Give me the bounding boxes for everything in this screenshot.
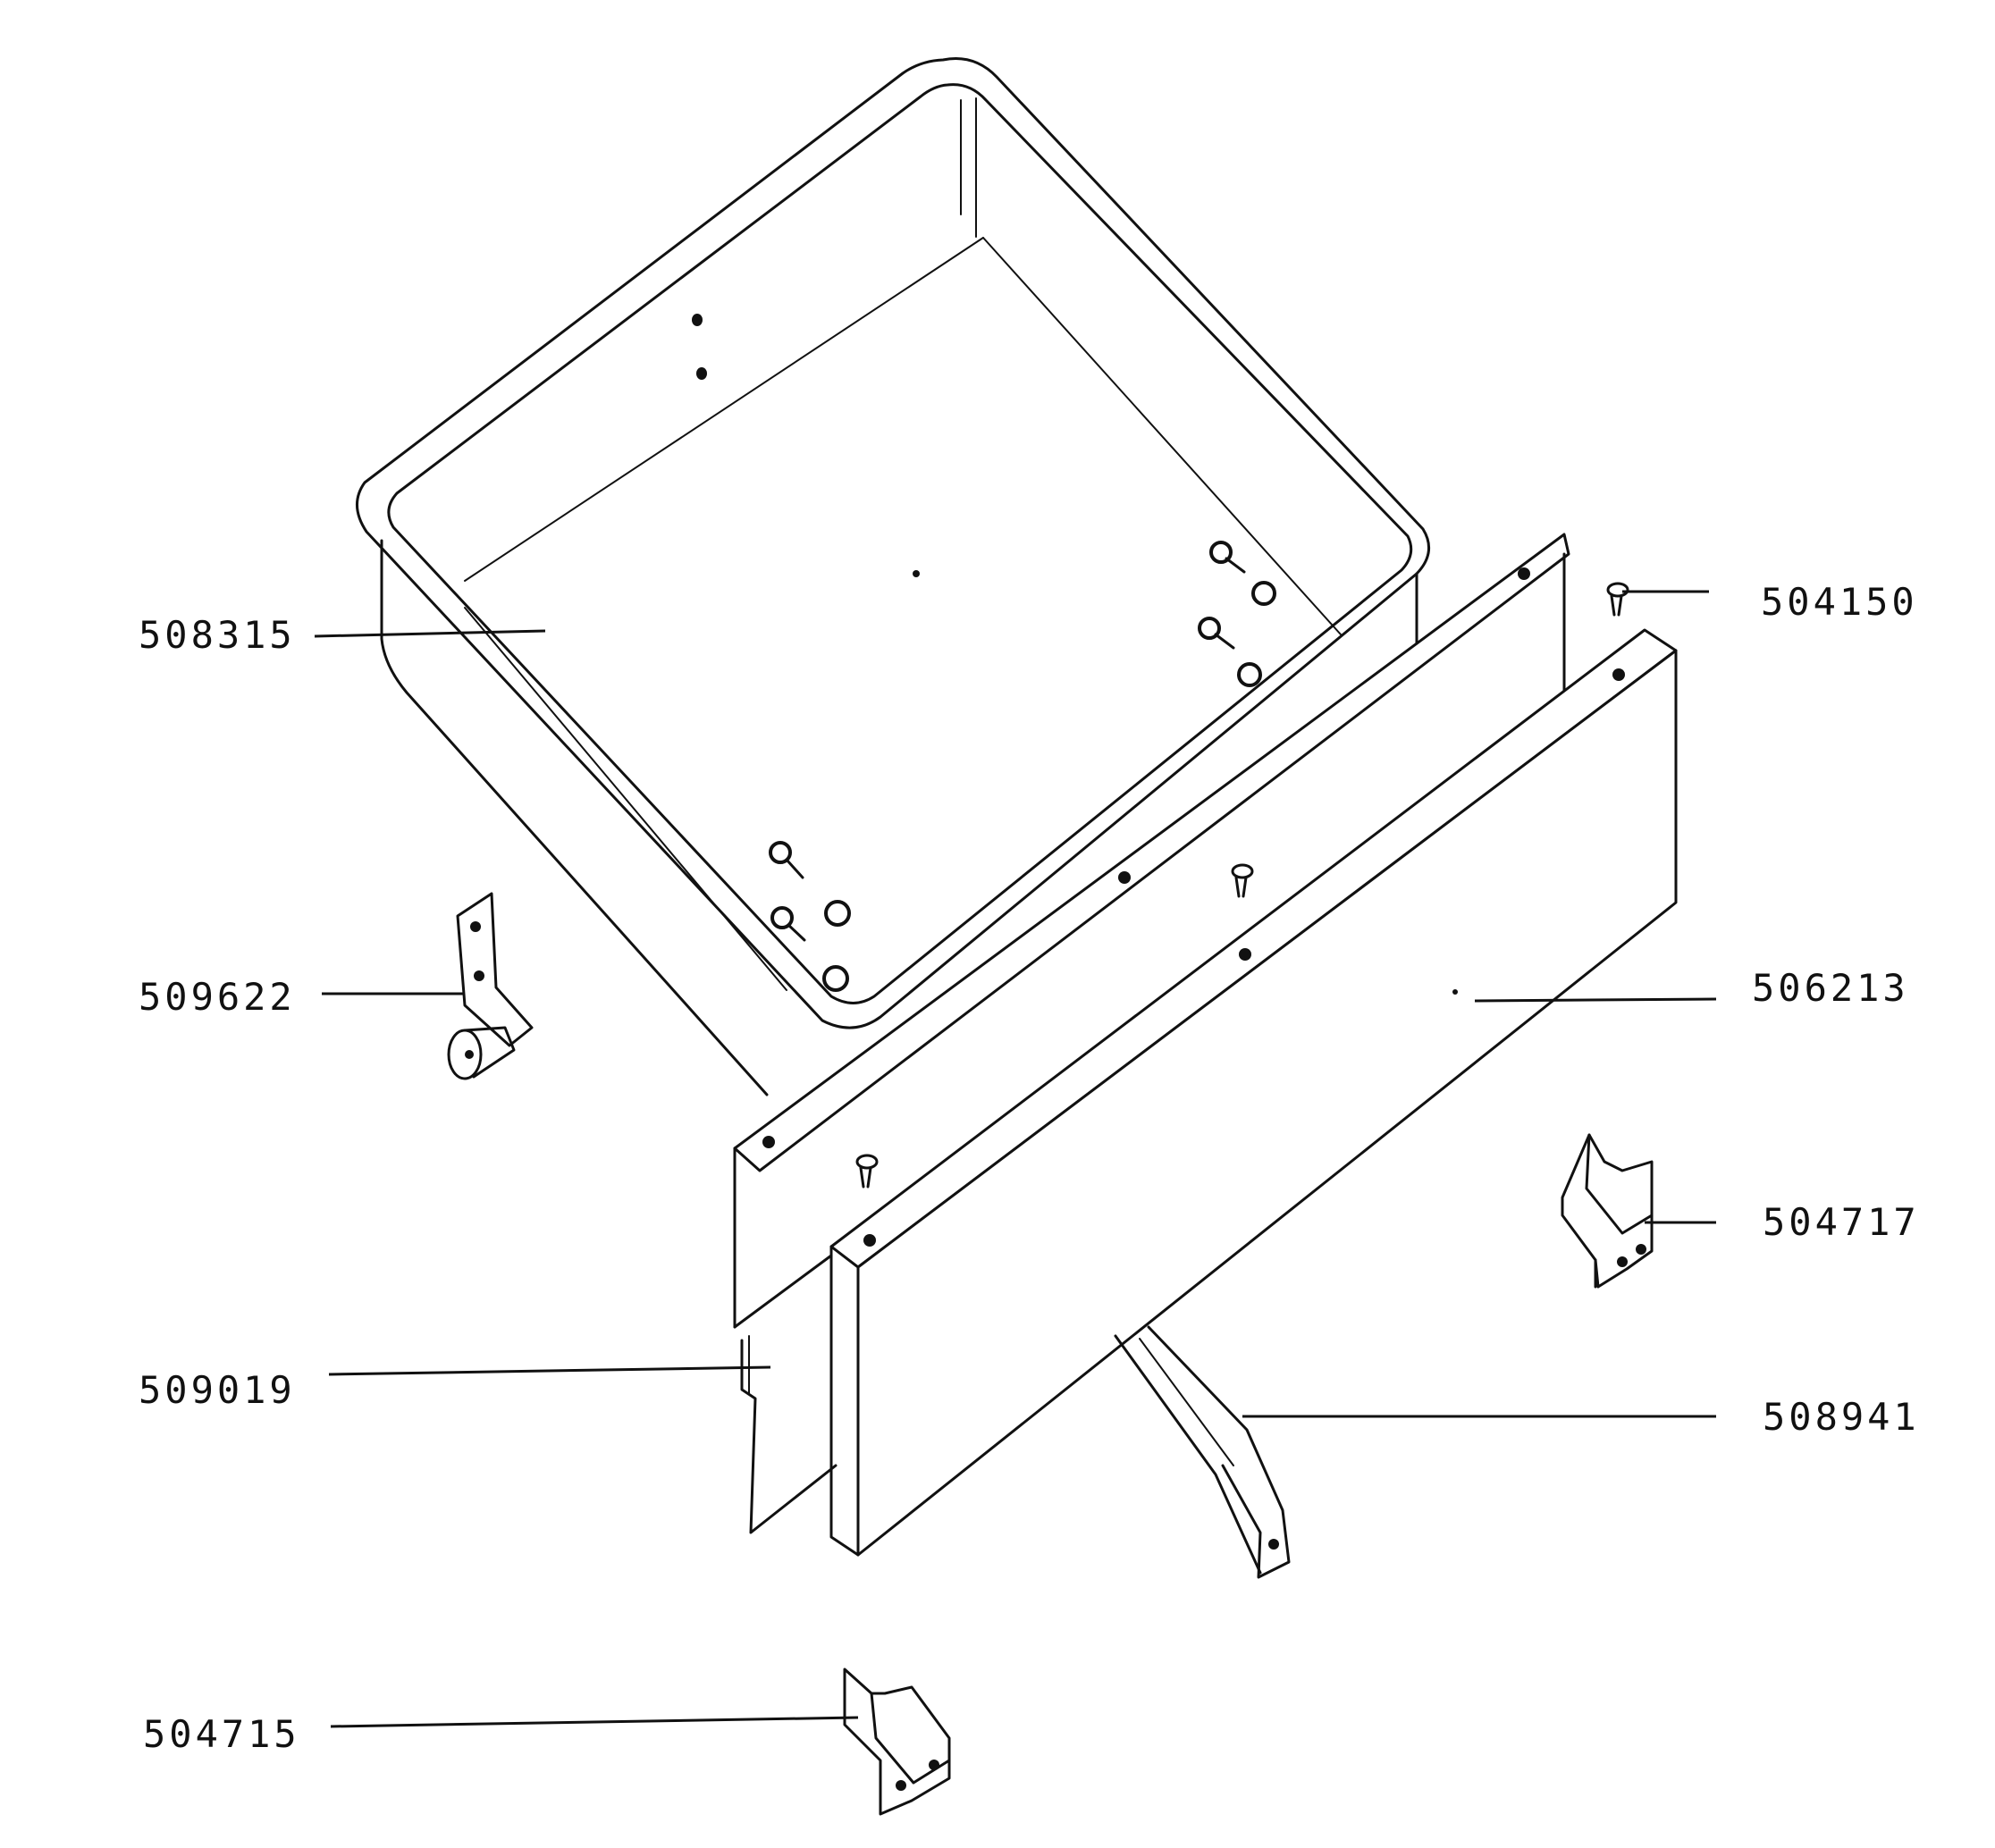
part-label-front-panel: 506213 [1752,966,1909,1010]
screw-icon [1209,541,1246,574]
part-label-bracket-left: 504715 [143,1712,300,1756]
part-label-support-rail: 509019 [139,1368,296,1412]
leader-line [330,1716,859,1728]
part-label-bracket-right: 504717 [1763,1200,1920,1244]
tub-part [356,57,1431,1096]
bracket-left-part [843,1667,951,1816]
strut-part [1114,1325,1291,1579]
clip-icon [1231,863,1254,898]
leader-line [328,1365,771,1376]
caster-part [447,892,534,1080]
part-label-caster: 509622 [139,975,296,1019]
bracket-right-part [1561,1133,1654,1289]
part-label-clip: 504150 [1761,580,1918,624]
screw-icon [1198,617,1235,650]
part-label-tub: 508315 [139,613,296,657]
clip-icon [1606,582,1629,617]
front-panel-part [829,628,1678,1557]
part-label-strut: 508941 [1763,1395,1920,1439]
support-rail-part [733,533,1570,1534]
leader-line [314,629,546,638]
screw-icon [769,841,804,879]
screw-icon [770,906,806,942]
leader-line [1474,997,1717,1003]
clip-icon [855,1154,879,1189]
